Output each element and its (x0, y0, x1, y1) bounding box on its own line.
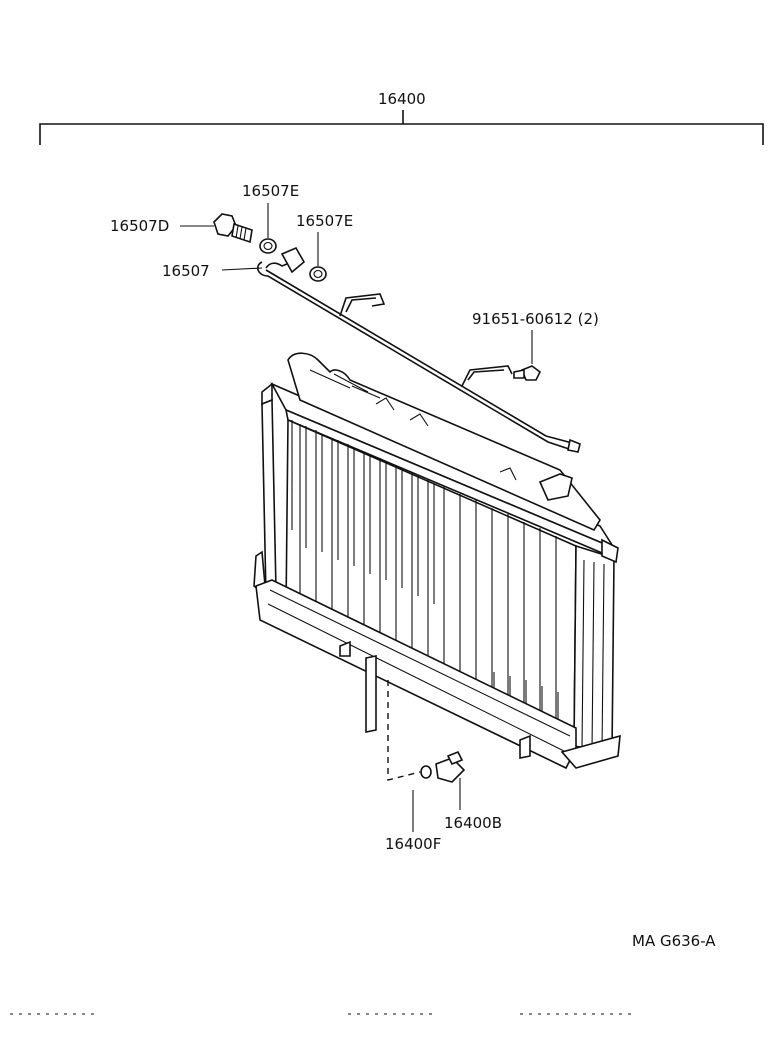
drain-gasket-icon (420, 765, 432, 779)
assembly-label: 16400 (378, 90, 426, 108)
part-label-drain-gasket: 16400F (385, 835, 441, 853)
gasket-lower-icon (309, 266, 327, 282)
part-label-drain-cock: 16400B (444, 814, 502, 832)
drain-assembly (387, 680, 466, 783)
part-label-gasket-lower: 16507E (296, 212, 353, 230)
drawing-code: MA G636-A (632, 932, 716, 950)
assembly-bracket: 16400 (39, 90, 764, 145)
overflow-pipe-icon (256, 246, 581, 453)
part-label-gasket-upper: 16507E (242, 182, 299, 200)
callouts: 16507E 16507D 16507E 16507 91651-60612 (… (110, 182, 716, 950)
part-label-drain-cock-plug: 16507D (110, 217, 169, 235)
bolt-icon (513, 365, 542, 381)
drain-cock-icon (435, 750, 466, 783)
gasket-upper-icon (259, 238, 277, 254)
part-label-overflow-pipe: 16507 (162, 262, 210, 280)
drain-cock-plug-icon (213, 213, 253, 244)
part-label-bolt: 91651-60612 (2) (472, 310, 599, 328)
radiator-core (253, 352, 621, 770)
